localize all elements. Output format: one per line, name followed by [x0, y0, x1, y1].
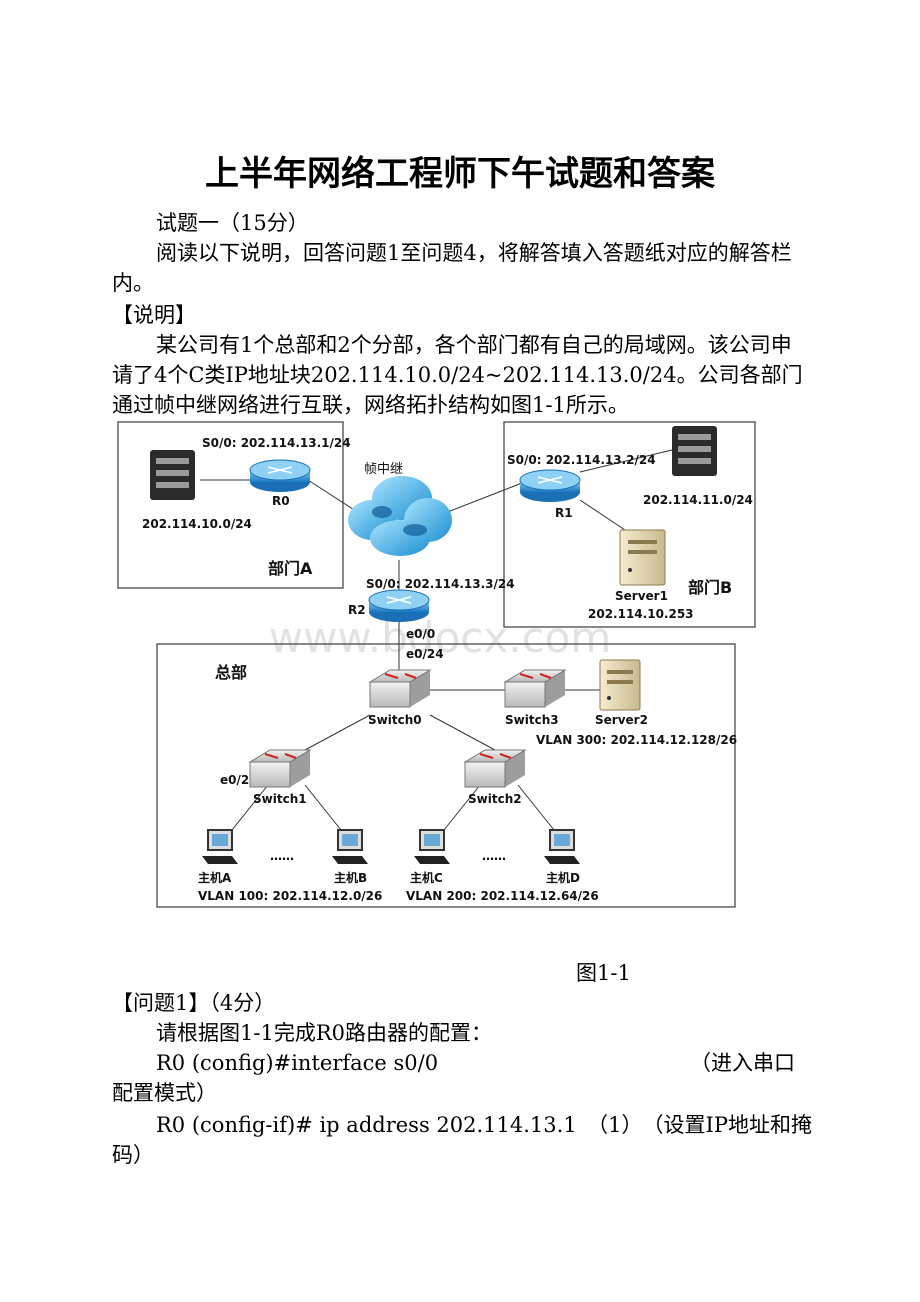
hq-box — [156, 643, 736, 908]
dept-b-box — [503, 421, 756, 628]
r2-label: R2 — [348, 603, 366, 617]
host-c-label: 主机C — [410, 870, 443, 885]
link-cloud-r1 — [439, 482, 523, 516]
dept-a-server-icon — [150, 450, 195, 500]
note-paragraph: 某公司有1个总部和2个分部，各个部门都有自己的局域网。该公司申请了4个C类IP地… — [112, 333, 803, 417]
link-switch0-switch2 — [429, 714, 496, 751]
link-switch2-hostD — [517, 784, 559, 836]
router-r1-icon — [519, 469, 581, 502]
server2-icon — [599, 659, 641, 711]
r2-e00-label: e0/0 — [406, 627, 435, 641]
document-title: 上半年网络工程师下午试题和答案 — [205, 154, 715, 194]
switch1-e02-label: e0/2 — [220, 773, 249, 787]
question-1-title: 【问题1】（4分） — [112, 991, 276, 1015]
command-1-note: （进入串口 — [690, 1051, 795, 1075]
switch3-label: Switch3 — [505, 713, 559, 727]
frame-relay-cloud-icon — [348, 476, 452, 556]
switch2-label: Switch2 — [468, 792, 522, 806]
command-2: R0 (config-if)# ip address 202.114.13.1 … — [156, 1113, 812, 1137]
note-header: 【说明】 — [112, 303, 196, 327]
intro-paragraph: 阅读以下说明，回答问题1至问题4，将解答填入答题纸对应的解答栏内。 — [112, 241, 792, 295]
dept-b-network: 202.114.11.0/24 — [643, 493, 753, 507]
r1-interface-ip: S0/0: 202.114.13.2/24 — [507, 453, 656, 467]
switch0-icon — [368, 669, 432, 708]
frame-relay-label: 帧中继 — [364, 462, 403, 477]
hq-title: 总部 — [215, 663, 247, 682]
hosts-c-d-ellipsis: …… — [482, 849, 506, 863]
link-switch0-switch1 — [304, 714, 371, 751]
host-d-label: 主机D — [546, 870, 580, 885]
r1-label: R1 — [555, 506, 573, 520]
command-1-note-cont: 配置模式） — [112, 1081, 217, 1105]
dept-a-network: 202.114.10.0/24 — [142, 517, 252, 531]
r2-interface-ip: S0/0: 202.114.13.3/24 — [366, 577, 515, 591]
vlan200-label: VLAN 200: 202.114.12.64/26 — [406, 889, 599, 903]
vlan300-label: VLAN 300: 202.114.12.128/26 — [536, 733, 737, 747]
switch3-icon — [503, 669, 567, 708]
switch0-e024-label: e0/24 — [406, 647, 444, 661]
router-r0-icon — [249, 459, 311, 492]
network-topology-diagram: www.bdocx.com S0/0: 202.114.13.1/24 R0 2… — [117, 421, 756, 908]
switch2-icon — [463, 749, 527, 788]
server2-label: Server2 — [595, 713, 648, 727]
link-switch1-hostA — [227, 784, 269, 836]
vlan100-label: VLAN 100: 202.114.12.0/26 — [198, 889, 382, 903]
r0-interface-ip: S0/0: 202.114.13.1/24 — [202, 436, 351, 450]
switch1-label: Switch1 — [253, 792, 307, 806]
link-switch1-hostB — [304, 784, 346, 836]
hosts-a-b-ellipsis: …… — [270, 849, 294, 863]
server1-ip: 202.114.10.253 — [588, 607, 694, 621]
router-r2-icon — [368, 589, 430, 622]
host-d-icon — [544, 829, 580, 864]
watermark: www.bdocx.com — [269, 613, 612, 662]
host-b-label: 主机B — [334, 870, 367, 885]
command-2-note-cont: 码） — [112, 1143, 154, 1167]
question-1-prompt: 请根据图1-1完成R0路由器的配置： — [156, 1021, 492, 1045]
switch0-label: Switch0 — [368, 713, 422, 727]
dept-b-title: 部门B — [688, 578, 732, 597]
host-a-icon — [202, 829, 238, 864]
link-r1-server1 — [579, 499, 626, 531]
dept-b-server-icon — [672, 426, 717, 476]
host-a-label: 主机A — [198, 870, 232, 885]
host-b-icon — [332, 829, 368, 864]
question-1-header: 试题一（15分） — [156, 211, 309, 235]
figure-caption: 图1-1 — [576, 961, 631, 985]
r0-label: R0 — [272, 494, 290, 508]
dept-a-title: 部门A — [268, 559, 313, 578]
link-switch2-hostC — [439, 784, 481, 836]
host-c-icon — [414, 829, 450, 864]
dept-a-box — [117, 421, 344, 589]
switch1-icon — [248, 749, 312, 788]
command-1: R0 (config)#interface s0/0 — [156, 1051, 439, 1075]
server1-label: Server1 — [615, 589, 668, 603]
server1-icon — [619, 529, 666, 586]
link-r1-server — [579, 449, 673, 473]
